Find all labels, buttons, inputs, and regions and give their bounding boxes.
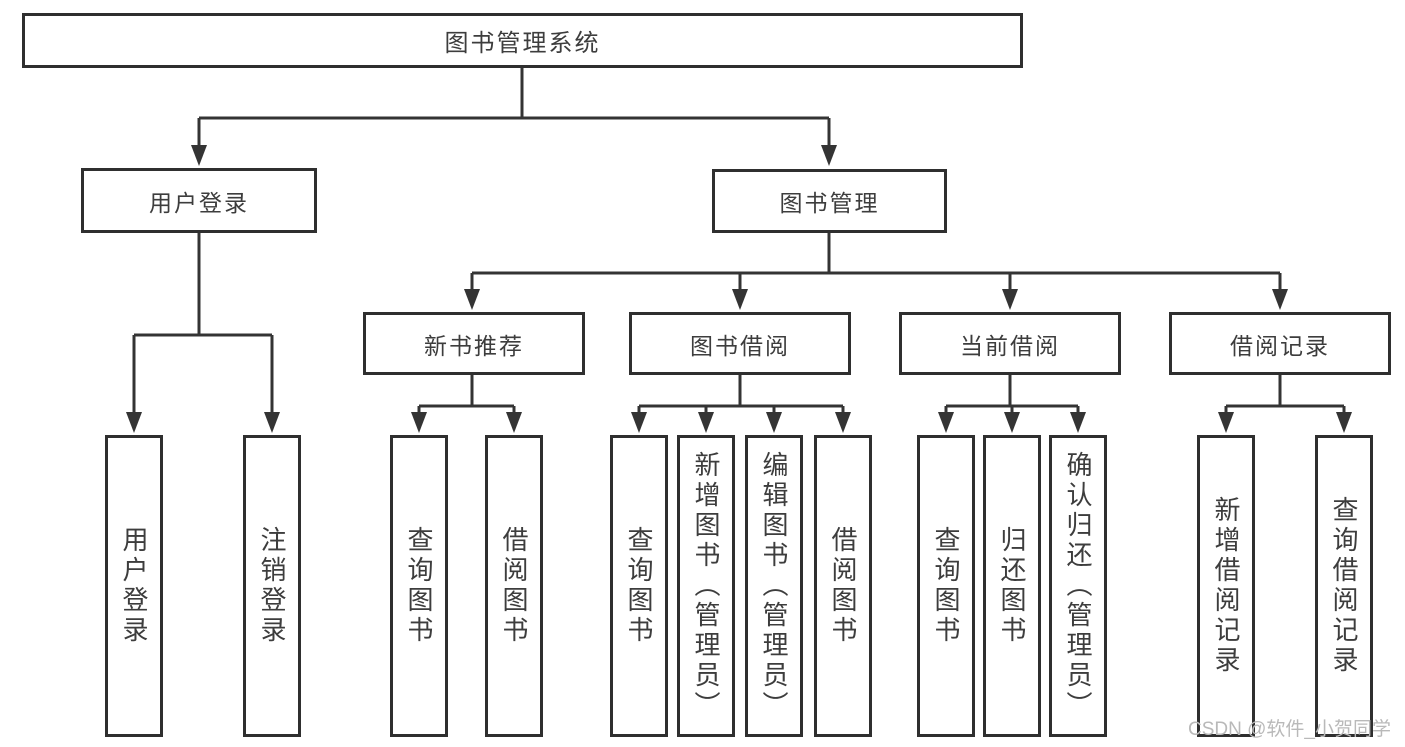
leaf-logout-label: 注销登录 bbox=[257, 526, 287, 646]
node-user-login: 用户登录 bbox=[81, 168, 317, 233]
node-book-borrowing-label: 图书借阅 bbox=[690, 332, 790, 359]
leaf-user-login-label: 用户登录 bbox=[119, 526, 149, 646]
leaf-edit-book-admin: 编辑图书（管理员） bbox=[745, 435, 803, 737]
node-current-borrowing: 当前借阅 bbox=[899, 312, 1121, 375]
csdn-watermark: CSDN @软件_小贺同学 bbox=[1188, 719, 1391, 740]
leaf-query-borrow-record: 查询借阅记录 bbox=[1315, 435, 1373, 737]
leaf-add-borrow-record-label: 新增借阅记录 bbox=[1211, 496, 1241, 676]
node-root: 图书管理系统 bbox=[22, 13, 1023, 68]
node-root-label: 图书管理系统 bbox=[444, 30, 601, 57]
leaf-logout: 注销登录 bbox=[243, 435, 301, 737]
leaf-query-borrow-record-label: 查询借阅记录 bbox=[1329, 496, 1359, 676]
leaf-confirm-return-admin: 确认归还（管理员） bbox=[1049, 435, 1107, 737]
leaf-user-login: 用户登录 bbox=[105, 435, 163, 737]
leaf-query-book-recommend-label: 查询图书 bbox=[404, 526, 434, 646]
leaf-edit-book-admin-label: 编辑图书（管理员） bbox=[759, 451, 789, 721]
leaf-add-book-admin: 新增图书（管理员） bbox=[677, 435, 735, 737]
leaf-return-book: 归还图书 bbox=[983, 435, 1041, 737]
leaf-borrow-book: 借阅图书 bbox=[814, 435, 872, 737]
node-new-book-recommend: 新书推荐 bbox=[363, 312, 585, 375]
node-book-borrowing: 图书借阅 bbox=[629, 312, 851, 375]
leaf-borrow-book-recommend-label: 借阅图书 bbox=[499, 526, 529, 646]
leaf-query-book-current-label: 查询图书 bbox=[931, 526, 961, 646]
leaf-borrow-book-label: 借阅图书 bbox=[828, 526, 858, 646]
leaf-query-book-borrow-label: 查询图书 bbox=[624, 526, 654, 646]
leaf-query-book-recommend: 查询图书 bbox=[390, 435, 448, 737]
node-book-management-label: 图书管理 bbox=[779, 190, 880, 216]
leaf-query-book-current: 查询图书 bbox=[917, 435, 975, 737]
leaf-query-book-borrow: 查询图书 bbox=[610, 435, 668, 737]
node-user-login-label: 用户登录 bbox=[149, 189, 249, 216]
node-current-borrowing-label: 当前借阅 bbox=[960, 332, 1060, 359]
leaf-return-book-label: 归还图书 bbox=[997, 526, 1027, 646]
node-book-management: 图书管理 bbox=[712, 169, 947, 233]
node-borrowing-records-label: 借阅记录 bbox=[1230, 332, 1330, 359]
leaf-confirm-return-admin-label: 确认归还（管理员） bbox=[1063, 451, 1093, 721]
leaf-add-borrow-record: 新增借阅记录 bbox=[1197, 435, 1255, 737]
node-borrowing-records: 借阅记录 bbox=[1169, 312, 1391, 375]
leaf-add-book-admin-label: 新增图书（管理员） bbox=[691, 451, 721, 721]
leaf-borrow-book-recommend: 借阅图书 bbox=[485, 435, 543, 737]
node-new-book-recommend-label: 新书推荐 bbox=[424, 332, 524, 359]
